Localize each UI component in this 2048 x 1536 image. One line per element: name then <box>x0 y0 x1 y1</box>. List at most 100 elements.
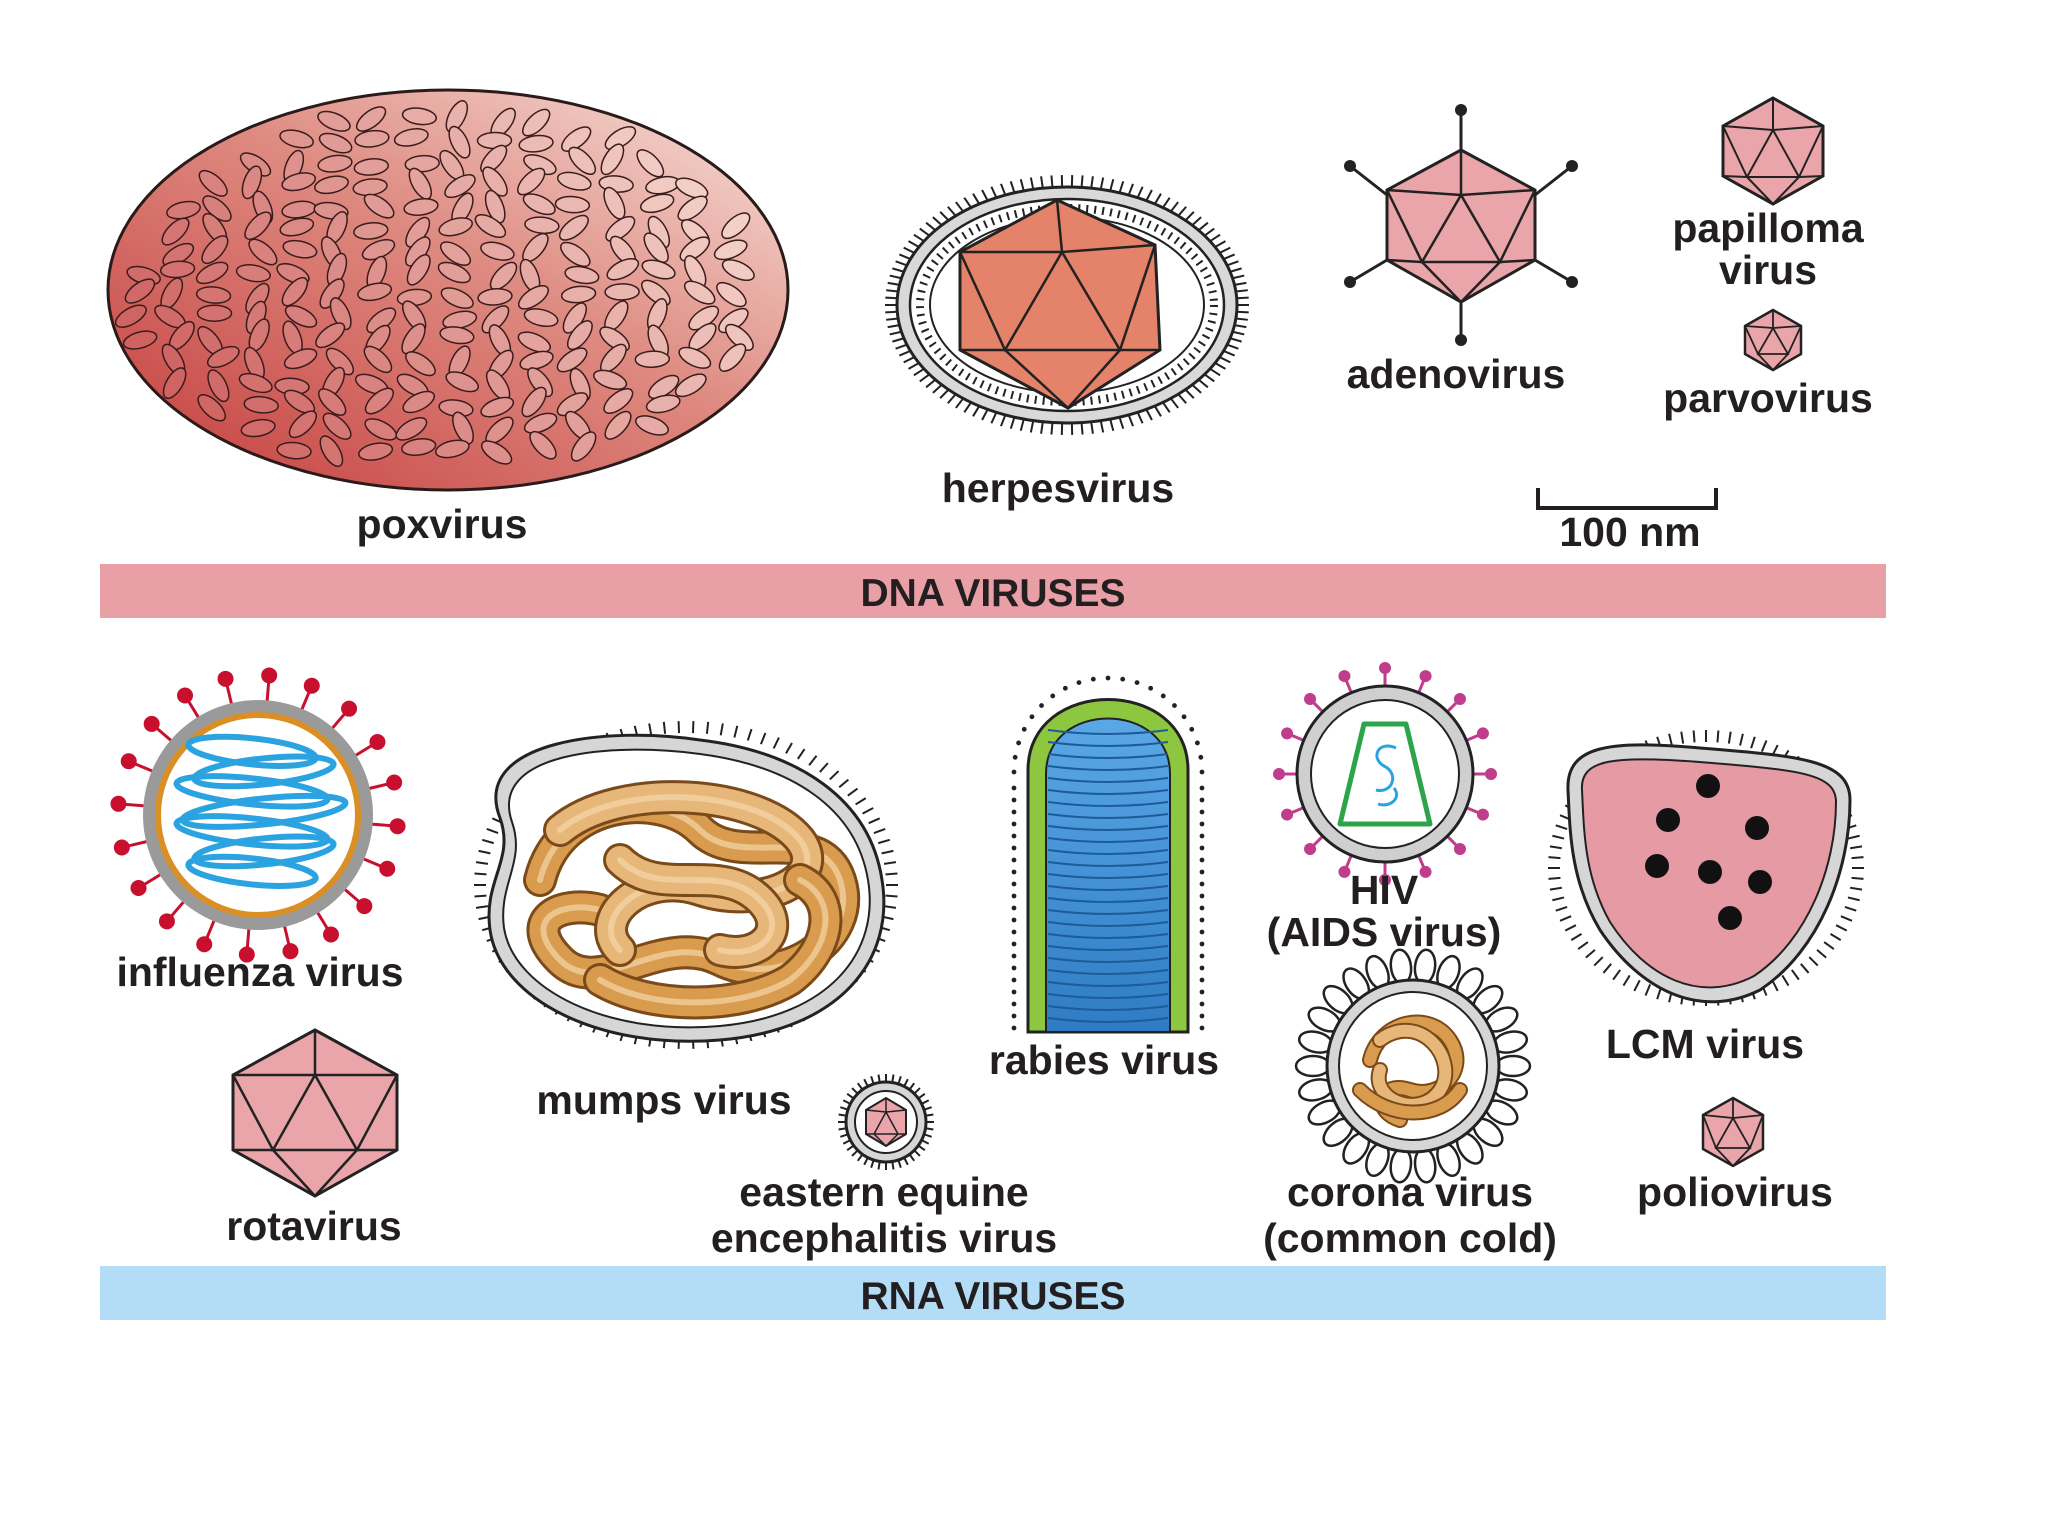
rabies-dot <box>1050 693 1056 699</box>
rabies-dot <box>1199 953 1205 959</box>
herpesvirus-spike <box>1232 330 1245 336</box>
poxvirus-tubule <box>517 331 552 353</box>
coronavirus-spike <box>1294 1054 1332 1078</box>
mumps-spike <box>475 905 489 909</box>
herpesvirus-spike <box>981 408 989 421</box>
lcm-spike <box>1555 824 1568 831</box>
rabies-dot <box>1029 714 1035 720</box>
poxvirus-tubule <box>114 304 147 328</box>
mumps-spike <box>847 787 859 797</box>
rabies-dot <box>1199 1001 1205 1007</box>
rabies-dot <box>1011 1025 1017 1031</box>
mumps-virus-illustration <box>474 721 898 1049</box>
rabies-dot <box>1199 881 1205 887</box>
influenza-spike-head <box>177 687 194 704</box>
lcm-spike <box>1800 963 1810 974</box>
mumps-spike <box>883 861 897 865</box>
herpesvirus-spike <box>1109 179 1115 192</box>
rabies-stripe <box>1047 957 1169 963</box>
herpesvirus-spike <box>963 197 972 209</box>
mumps-spike <box>478 849 491 855</box>
herpesvirus-spike <box>1236 296 1249 300</box>
herpesvirus-spike <box>1162 197 1171 209</box>
herpesvirus-spike <box>1127 414 1134 427</box>
mumps-spike <box>759 732 767 745</box>
rabies-stripe <box>1047 1017 1169 1023</box>
herpesvirus-spike <box>1214 362 1226 370</box>
herpesvirus-spike <box>972 193 981 205</box>
poxvirus-tubule <box>240 418 276 438</box>
rabies-dot <box>1198 754 1204 760</box>
herpesvirus-spike <box>1145 189 1153 202</box>
herpesvirus-spike <box>1118 416 1125 429</box>
influenza-spike-head <box>130 879 147 896</box>
rabies-dot <box>1011 821 1017 827</box>
influenza-spike-head <box>217 670 234 687</box>
poxvirus-tubule <box>635 415 669 436</box>
lcm-spike <box>1633 979 1641 992</box>
rabies-dot <box>1199 797 1205 803</box>
lcm-spike <box>1612 969 1621 981</box>
poxvirus-tubule <box>439 326 475 345</box>
herpesvirus-spike <box>889 274 902 280</box>
rabies-dot <box>1199 821 1205 827</box>
dna-viruses-band-label: DNA VIRUSES <box>860 572 1125 615</box>
lcm-spike <box>1829 932 1842 941</box>
poxvirus-tubule <box>195 261 229 285</box>
lcm-spike <box>1564 924 1577 932</box>
poxvirus-tubule <box>393 128 429 147</box>
lcm-spike <box>1548 856 1561 860</box>
lcm-virus-illustration <box>1548 730 1864 1006</box>
lcm-spike <box>1716 730 1720 743</box>
coronavirus-coil-segment <box>1354 1084 1466 1119</box>
poxvirus-tubule <box>570 431 597 462</box>
mumps-spike <box>746 728 753 741</box>
herpesvirus-spike <box>903 356 915 364</box>
herpesvirus-spike <box>919 373 931 383</box>
poxvirus-tubule <box>564 265 600 285</box>
herpesvirus-spike <box>1019 179 1025 192</box>
rabies-stripe <box>1047 981 1169 987</box>
rabies-dot <box>1199 857 1205 863</box>
adenovirus-fibers <box>1349 110 1573 340</box>
poxvirus-tubule <box>523 308 559 328</box>
rabies-dot <box>1011 881 1017 887</box>
lcm-spike <box>1585 949 1596 959</box>
poxvirus-tubule <box>481 305 510 334</box>
poxvirus-tubule <box>556 347 588 373</box>
poxvirus-tubule <box>317 110 351 132</box>
herpesvirus-spike <box>1177 393 1187 404</box>
poxvirus-tubule <box>561 126 592 152</box>
adenovirus-fiber-knobs <box>1344 104 1578 346</box>
mumps-spike <box>772 737 780 749</box>
poxvirus-tubule <box>354 129 390 148</box>
poxvirus-tubule <box>521 386 547 418</box>
herpesvirus-spike <box>1226 343 1239 350</box>
rabies-dot <box>1011 797 1017 803</box>
poxvirus-tubule <box>677 195 708 222</box>
herpesvirus-spike <box>1153 193 1162 205</box>
poxvirus-tubule <box>524 216 560 235</box>
rabies-surface-dots <box>1011 675 1205 1031</box>
rabies-dot <box>1199 869 1205 875</box>
mumps-spike <box>705 721 710 734</box>
rabies-dot <box>1181 714 1187 720</box>
lcm-spike <box>1750 736 1756 749</box>
rabies-dot <box>1199 833 1205 839</box>
mumps-spike <box>868 817 881 825</box>
rabies-dot <box>1194 740 1200 746</box>
poxvirus-tubule <box>484 189 506 224</box>
mumps-virus-label: mumps virus <box>536 1077 791 1123</box>
coronavirus-spike <box>1494 1054 1532 1078</box>
lcm-spike <box>1847 896 1860 902</box>
rabies-dot <box>1011 977 1017 983</box>
poxvirus-tubule <box>519 350 554 371</box>
poxvirus-tubule <box>197 394 227 422</box>
poxvirus-tubule <box>556 392 589 417</box>
lcm-spike <box>1692 730 1696 743</box>
rabies-dot <box>1076 680 1082 686</box>
rabies-dot <box>1012 754 1018 760</box>
rotavirus-label: rotavirus <box>226 1203 401 1249</box>
rabies-dot <box>1199 941 1205 947</box>
